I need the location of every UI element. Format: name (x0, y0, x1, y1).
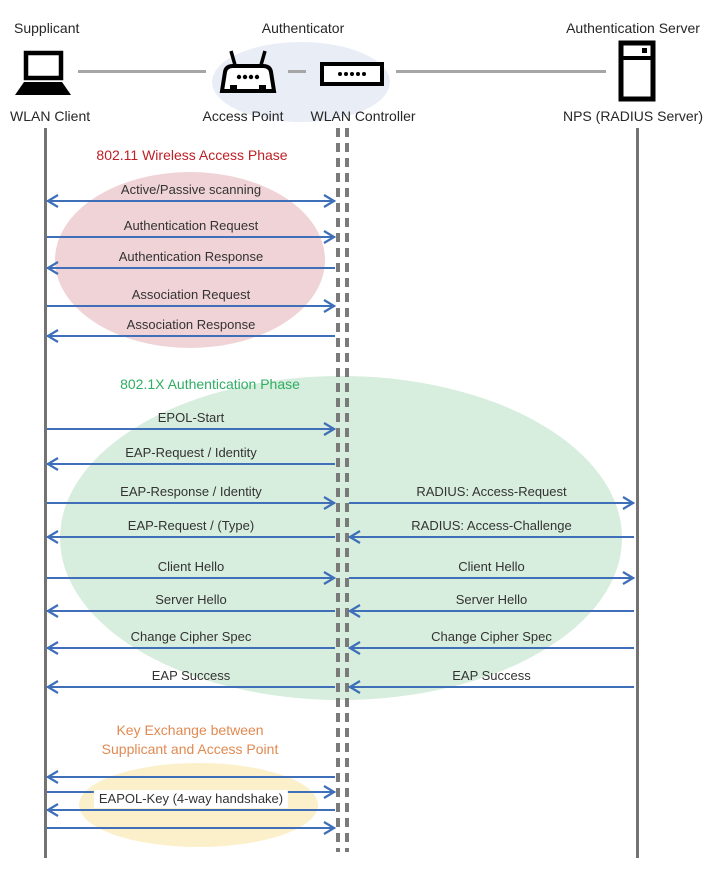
message-arrow (46, 770, 335, 784)
message-label: Association Response (126, 317, 256, 332)
role-supplicant: Supplicant (14, 20, 80, 36)
access-point-icon (219, 50, 277, 93)
phase-title-key-exchange: Key Exchange between Supplicant and Acce… (101, 722, 279, 757)
message-label: Server Hello (455, 592, 528, 607)
message-arrow (348, 530, 634, 544)
message-label: Change Cipher Spec (130, 629, 252, 644)
message-label: RADIUS: Access-Challenge (411, 518, 572, 533)
lifeline-controller-dashed-2 (345, 128, 349, 852)
lifeline-radius-server (636, 128, 639, 858)
lifeline-wlan-client (44, 128, 47, 858)
message-label: EAPOL-Key (4-way handshake) (93, 790, 289, 808)
message-label: EAP-Response / Identity (120, 484, 262, 499)
message-arrow (47, 571, 336, 585)
message-arrow (46, 329, 335, 343)
message-arrow (348, 641, 634, 655)
message-arrow (47, 299, 336, 313)
connector-controller-to-server (396, 70, 606, 73)
message-arrow (46, 803, 335, 817)
message-arrow (349, 571, 635, 585)
message-arrow (46, 604, 335, 618)
connector-client-to-ap (78, 70, 206, 73)
label-wlan-client: WLAN Client (10, 108, 91, 124)
message-arrow (47, 496, 336, 510)
message-arrow (46, 194, 336, 208)
message-label: EAP Success (151, 668, 231, 683)
message-arrow (349, 496, 635, 510)
role-authentication-server: Authentication Server (566, 20, 700, 36)
message-arrow (46, 641, 335, 655)
message-arrow (47, 821, 336, 835)
message-label: EAP Success (452, 668, 531, 683)
message-arrow (47, 230, 336, 244)
message-arrow (47, 422, 336, 436)
label-access-point: Access Point (202, 108, 284, 124)
message-label: Client Hello (458, 559, 525, 574)
label-nps-radius-server: NPS (RADIUS Server) (562, 108, 704, 124)
message-label: Active/Passive scanning (120, 182, 262, 197)
message-arrow (46, 457, 335, 471)
message-label: Authentication Request (123, 218, 259, 233)
message-label: Client Hello (157, 559, 225, 574)
message-arrow (46, 680, 335, 694)
server-icon (618, 40, 656, 102)
message-label: Server Hello (155, 592, 227, 607)
message-arrow (348, 680, 634, 694)
message-label: EAP-Request / Identity (125, 445, 257, 460)
phase-title-80211-wireless-access: 802.11 Wireless Access Phase (96, 147, 288, 163)
message-label: Change Cipher Spec (431, 629, 552, 644)
message-label: EAP-Request / (Type) (127, 518, 255, 533)
message-label: Authentication Response (118, 249, 264, 264)
laptop-icon (15, 50, 71, 95)
phase-title-8021x-authentication: 802.1X Authentication Phase (120, 376, 300, 392)
message-arrow (46, 261, 335, 275)
message-arrow (46, 530, 335, 544)
message-label: RADIUS: Access-Request (416, 484, 567, 499)
connector-ap-to-controller (288, 70, 306, 73)
role-authenticator: Authenticator (261, 20, 345, 36)
message-label: Association Request (131, 287, 251, 302)
message-arrow (348, 604, 634, 618)
message-label: EPOL-Start (157, 410, 225, 425)
lifeline-controller-dashed-1 (336, 128, 340, 852)
wlan-controller-icon (320, 62, 384, 86)
label-wlan-controller: WLAN Controller (310, 108, 416, 124)
